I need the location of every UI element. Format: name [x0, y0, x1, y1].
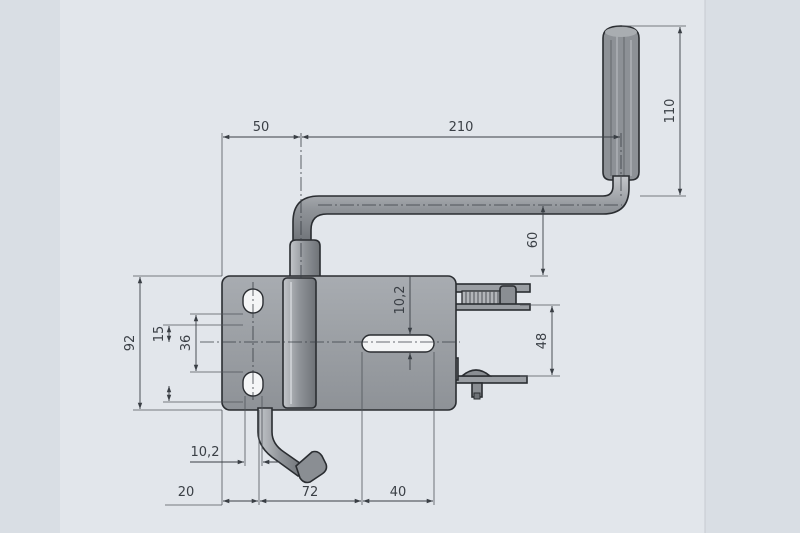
dim-40: 40 — [390, 485, 407, 500]
crank-grip — [602, 25, 640, 181]
dim-10-2-top: 10,2 — [393, 286, 408, 315]
dimension-labels: 50 210 110 60 92 15 36 10,2 48 10,2 20 7… — [123, 99, 678, 500]
dim-20: 20 — [178, 485, 195, 500]
center-lines — [200, 133, 622, 400]
bottom-rod-cap — [295, 450, 328, 484]
dim-10-2-bottom: 10,2 — [191, 445, 220, 460]
adjustment-slot — [361, 334, 435, 353]
dim-60: 60 — [526, 232, 541, 249]
dim-36: 36 — [179, 335, 194, 352]
dim-48: 48 — [535, 333, 550, 350]
dim-92: 92 — [123, 335, 138, 352]
dim-50: 50 — [253, 120, 270, 135]
shaft-housing — [282, 277, 317, 409]
dim-210: 210 — [449, 120, 474, 135]
mounting-plate — [221, 275, 457, 411]
dim-15: 15 — [152, 326, 167, 343]
spindle-collar — [289, 239, 321, 279]
background-panel — [60, 0, 705, 533]
extension-lines — [133, 25, 686, 506]
dimension-lines — [137, 26, 683, 504]
crank-arm — [292, 175, 630, 245]
dim-72: 72 — [302, 485, 319, 500]
dim-110: 110 — [663, 99, 678, 124]
window-crank-assembly — [221, 25, 640, 484]
